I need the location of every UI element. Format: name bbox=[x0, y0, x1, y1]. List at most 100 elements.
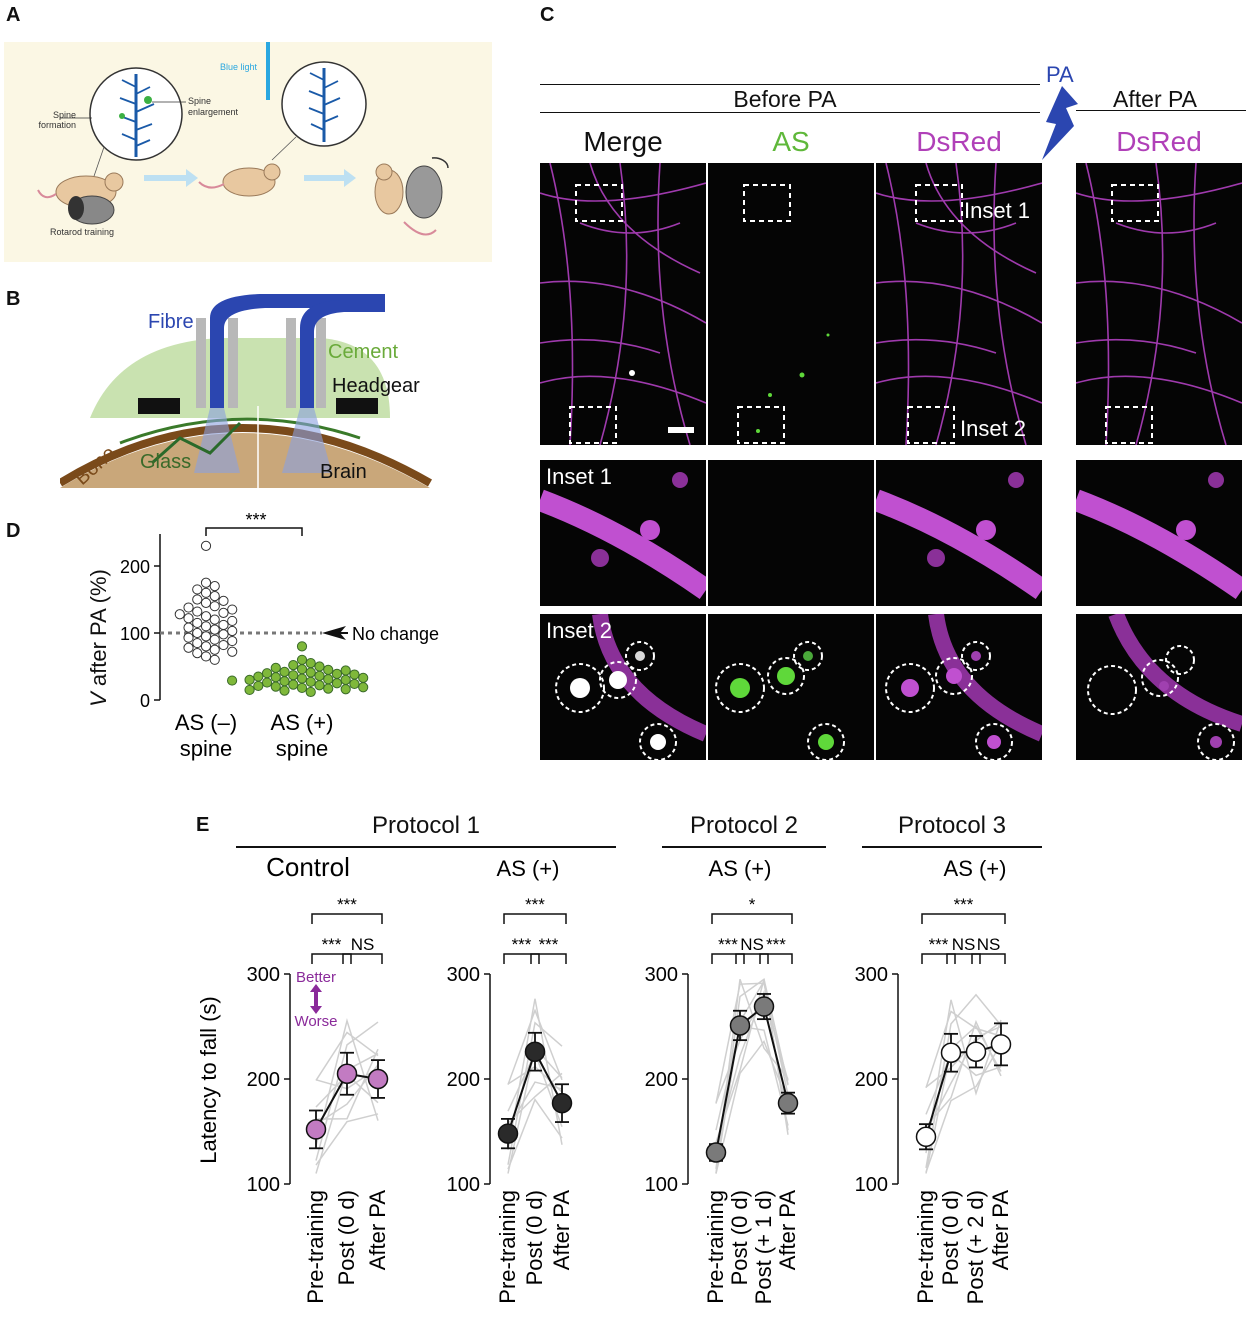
inset-2-as bbox=[708, 614, 874, 760]
d-ylabel-italic: V bbox=[86, 690, 111, 707]
d-point bbox=[227, 615, 238, 627]
e-mean-marker bbox=[940, 1042, 962, 1063]
e-individual-trace bbox=[507, 1021, 563, 1165]
pa-label: PA bbox=[1046, 62, 1074, 87]
e-mean-line bbox=[715, 1004, 789, 1153]
inset-2-merge bbox=[540, 614, 706, 760]
d-point bbox=[349, 678, 360, 690]
e-individual-trace bbox=[315, 1048, 379, 1120]
e-sig-bracket bbox=[711, 953, 745, 964]
e-category-label: Post (0 d) bbox=[938, 1190, 963, 1285]
d-no-change-label: No change bbox=[352, 624, 439, 644]
d-point bbox=[227, 604, 238, 615]
d-point bbox=[209, 614, 220, 625]
headgear-right bbox=[336, 398, 378, 414]
d-point bbox=[200, 540, 212, 552]
glass-layer bbox=[119, 417, 361, 445]
e-sig-bracket bbox=[530, 953, 567, 964]
col-header-as: AS bbox=[772, 126, 810, 157]
d-point bbox=[244, 684, 255, 696]
panel-label-b: B bbox=[6, 288, 21, 310]
d-group1-line2: spine bbox=[180, 736, 233, 761]
bone-layer bbox=[60, 424, 433, 487]
d-point bbox=[279, 676, 290, 687]
e-individual-trace bbox=[715, 978, 789, 1174]
e-mean-marker bbox=[753, 996, 775, 1017]
e-sig-bracket bbox=[311, 913, 383, 924]
e-sig-bracket bbox=[946, 953, 981, 964]
d-points bbox=[174, 540, 369, 698]
panel-b-schematic: Fibre Cement Headgear Glass Brain Bone bbox=[60, 294, 433, 488]
d-point bbox=[314, 670, 325, 681]
e-mean-marker bbox=[305, 1119, 327, 1140]
e-mean-marker bbox=[551, 1092, 573, 1114]
e-mean-marker bbox=[965, 1041, 987, 1062]
d-point bbox=[200, 611, 212, 622]
e-individual-trace bbox=[315, 1018, 379, 1146]
lightning-icon bbox=[1042, 86, 1078, 160]
d-group2-line2: spine bbox=[276, 736, 329, 761]
e-sig-bracket bbox=[503, 913, 567, 924]
before-pa-underline bbox=[540, 112, 1040, 113]
d-point bbox=[261, 677, 273, 688]
e-tick-label: 200 bbox=[247, 1069, 280, 1091]
d-point bbox=[323, 683, 334, 694]
d-point bbox=[314, 661, 325, 672]
d-point bbox=[183, 632, 194, 643]
d-point bbox=[209, 581, 220, 592]
blue-light-beam bbox=[266, 42, 270, 100]
d-point bbox=[192, 627, 203, 639]
e-tick-label: 200 bbox=[855, 1069, 888, 1091]
d-point bbox=[244, 674, 255, 685]
col-header-dsred-after: DsRed bbox=[1116, 126, 1202, 157]
e-mean-marker bbox=[915, 1126, 937, 1147]
micrograph-dsred bbox=[876, 163, 1042, 445]
d-point bbox=[253, 671, 264, 682]
d-point bbox=[279, 685, 290, 696]
e-sig-bracket bbox=[311, 953, 352, 964]
e-sig-label: NS bbox=[952, 935, 976, 954]
d-tick-label-200: 200 bbox=[120, 557, 150, 577]
d-point bbox=[200, 621, 212, 632]
inset-1-dsred bbox=[876, 460, 1042, 606]
e-sig-label: *** bbox=[954, 895, 974, 914]
d-point bbox=[253, 680, 264, 692]
inset-2-callout: Inset 2 bbox=[960, 416, 1027, 441]
e-individual-trace bbox=[315, 1021, 379, 1161]
d-point bbox=[227, 625, 238, 637]
inset-2-label: Inset 2 bbox=[546, 618, 613, 643]
inset-2-dsred-after bbox=[1076, 614, 1242, 760]
e-mean-marker bbox=[990, 1034, 1012, 1055]
e-sig-bracket bbox=[735, 953, 769, 964]
light-cone-right bbox=[282, 408, 332, 473]
e-category-label: After PA bbox=[988, 1190, 1013, 1271]
inset-1-dsred-after bbox=[1076, 460, 1242, 606]
d-point bbox=[323, 664, 334, 675]
micrograph-dsred-after bbox=[1076, 163, 1242, 445]
inset-1-merge bbox=[540, 460, 706, 606]
d-point bbox=[270, 672, 281, 683]
d-point bbox=[192, 606, 203, 617]
inset-1-callout: Inset 1 bbox=[964, 198, 1031, 223]
d-point bbox=[183, 642, 194, 653]
e-subtitle: Control bbox=[266, 852, 350, 882]
e-sig-label: *** bbox=[766, 935, 786, 954]
fibre-label: Fibre bbox=[148, 311, 194, 333]
d-point bbox=[288, 670, 299, 681]
d-point bbox=[218, 639, 229, 651]
e-category-label: After PA bbox=[365, 1190, 390, 1271]
micrograph-merge bbox=[540, 163, 706, 445]
col-header-dsred: DsRed bbox=[916, 126, 1002, 157]
panel-label-c: C bbox=[540, 4, 555, 26]
before-pa-label: Before PA bbox=[733, 86, 837, 112]
e-ylabel-wrap: Latency to fall (s) bbox=[194, 960, 224, 1200]
light-cone-left bbox=[194, 408, 240, 473]
d-point bbox=[323, 674, 334, 685]
d-point bbox=[192, 594, 203, 605]
after-pa-label: After PA bbox=[1113, 86, 1197, 112]
fibre-holder-right bbox=[316, 318, 326, 408]
e-subtitle: AS (+) bbox=[497, 856, 560, 881]
